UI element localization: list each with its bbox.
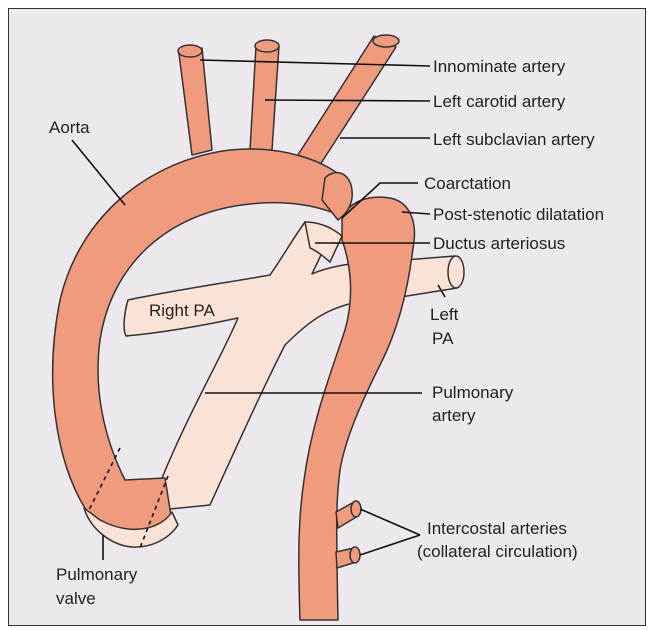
label-left-subclavian-artery: Left subclavian artery <box>433 130 595 149</box>
leader-left-carotid <box>265 100 430 101</box>
left-subclavian-opening <box>373 35 399 47</box>
label-pulmonary-artery-line2: artery <box>432 406 476 425</box>
intercostal-lower-opening <box>350 547 360 563</box>
label-left-pa-line1: Left <box>430 305 459 324</box>
label-aorta: Aorta <box>49 118 90 137</box>
label-right-pa: Right PA <box>149 301 215 320</box>
innominate-opening <box>178 45 202 57</box>
intercostal-upper-opening <box>351 501 361 517</box>
label-left-carotid-artery: Left carotid artery <box>433 92 566 111</box>
left-carotid-opening <box>255 40 279 52</box>
label-intercostal-line1: Intercostal arteries <box>427 519 567 538</box>
label-innominate-artery: Innominate artery <box>433 57 566 76</box>
label-left-pa-line2: PA <box>432 329 454 348</box>
left-pa-opening <box>448 256 464 288</box>
label-pulmonary-artery-line1: Pulmonary <box>432 383 514 402</box>
label-coarctation: Coarctation <box>424 174 511 193</box>
label-ductus-arteriosus: Ductus arteriosus <box>433 234 565 253</box>
label-intercostal-line2: (collateral circulation) <box>417 542 578 561</box>
label-pulmonary-valve-line1: Pulmonary <box>56 565 138 584</box>
label-post-stenotic-dilatation: Post-stenotic dilatation <box>433 205 604 224</box>
label-pulmonary-valve-line2: valve <box>56 589 96 608</box>
